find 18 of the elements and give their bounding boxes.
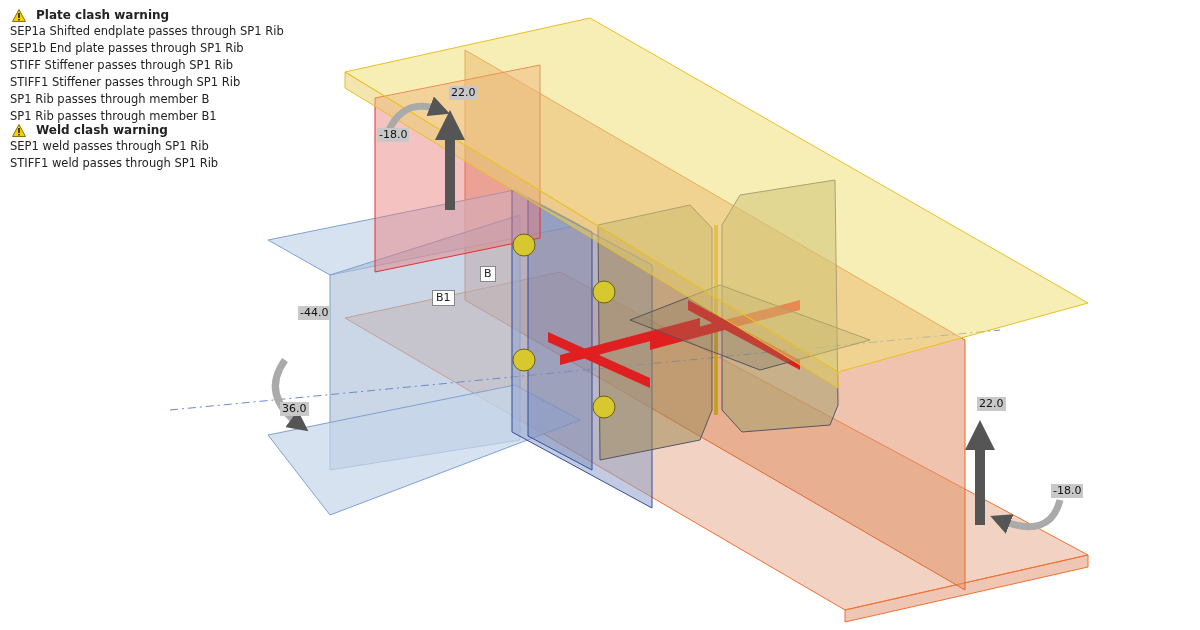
warning-text: STIFF Stiffener passes through SP1 Rib [10, 58, 233, 72]
warning-text: SP1 Rib passes through member B1 [10, 109, 217, 123]
member-label: B [480, 266, 496, 282]
warning-text: SEP1b End plate passes through SP1 Rib [10, 41, 244, 55]
member-label: B1 [432, 290, 455, 306]
load-value: -18.0 [377, 128, 410, 142]
warning-heading: Weld clash warning [36, 123, 168, 137]
load-value: -18.0 [1051, 484, 1084, 498]
warning-heading: Plate clash warning [36, 8, 170, 22]
warning-text: SEP1 weld passes through SP1 Rib [10, 139, 209, 153]
load-value: 22.0 [977, 397, 1006, 411]
load-value: -44.0 [298, 306, 331, 320]
warning-text: STIFF1 weld passes through SP1 Rib [10, 156, 219, 170]
load-value: 22.0 [449, 86, 478, 100]
warning-text: STIFF1 Stiffener passes through SP1 Rib [10, 75, 241, 89]
warning-text: SEP1a Shifted endplate passes through SP1 Rib [10, 24, 284, 38]
warning-text: SP1 Rib passes through member B [10, 92, 210, 106]
load-value: 36.0 [280, 402, 309, 416]
